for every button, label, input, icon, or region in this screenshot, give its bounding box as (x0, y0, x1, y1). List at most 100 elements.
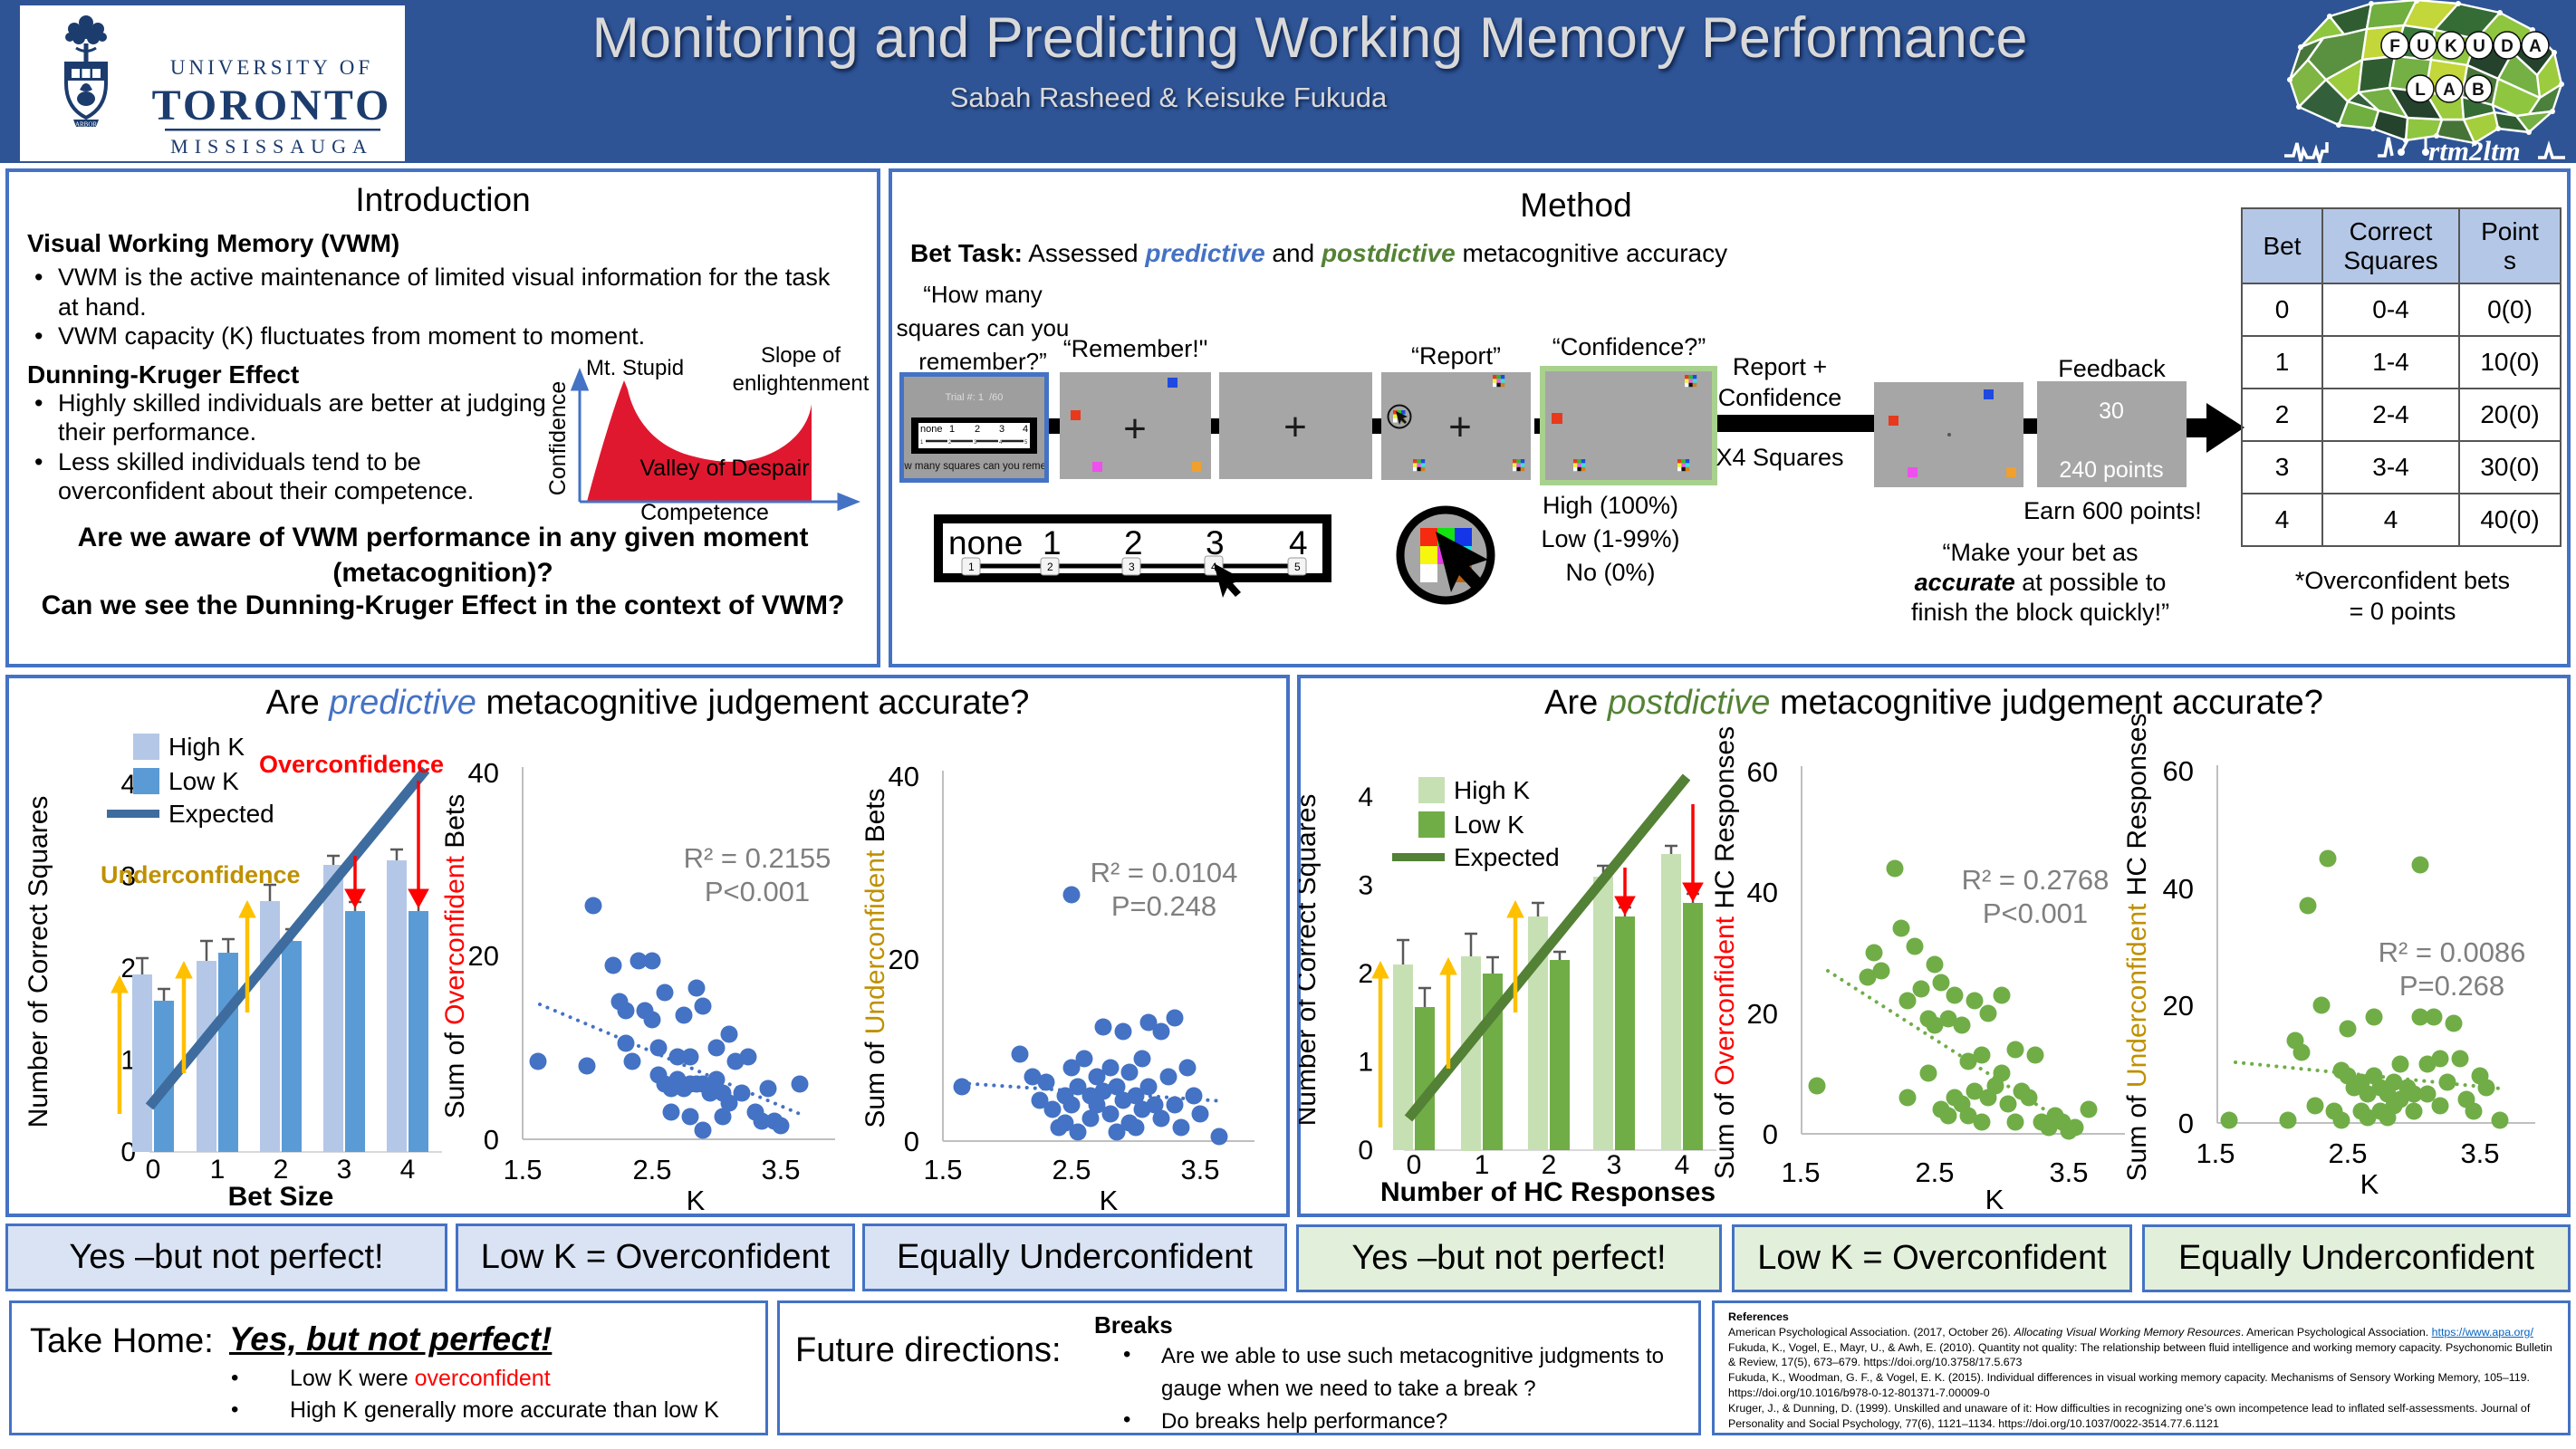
svg-text:+: + (1123, 407, 1147, 451)
svg-text:none: none (948, 524, 1023, 561)
svg-text:Valley of Despair: Valley of Despair (639, 456, 809, 481)
svg-text:3: 3 (337, 1155, 352, 1185)
svg-text:0: 0 (2178, 1108, 2194, 1139)
svg-text:Expected: Expected (1454, 843, 1560, 871)
svg-text:3: 3 (1129, 561, 1135, 573)
svg-text:A: A (2529, 37, 2542, 56)
svg-text:20: 20 (2163, 990, 2194, 1022)
svg-text:40: 40 (889, 761, 919, 792)
svg-text:0: 0 (146, 1155, 161, 1185)
svg-text:High K: High K (1454, 776, 1530, 804)
svg-text:R² = 0.0086: R² = 0.0086 (2379, 936, 2526, 968)
svg-text:1.5: 1.5 (2196, 1137, 2235, 1169)
svg-text:30: 30 (2099, 398, 2124, 424)
svg-text:1: 1 (120, 1046, 136, 1076)
svg-text:Low K: Low K (1454, 811, 1524, 839)
svg-text:2: 2 (120, 954, 136, 984)
svg-text:P=0.248: P=0.248 (1111, 890, 1216, 922)
svg-text:1.5: 1.5 (503, 1154, 542, 1185)
svg-text:4: 4 (1211, 561, 1217, 573)
svg-text:K: K (1985, 1184, 2004, 1214)
svg-text:R² = 0.2155: R² = 0.2155 (684, 842, 831, 874)
svg-text:1: 1 (1358, 1048, 1373, 1078)
svg-text:5: 5 (1024, 440, 1028, 446)
svg-text:2: 2 (1358, 959, 1373, 989)
svg-text:20: 20 (468, 940, 499, 972)
svg-text:1: 1 (968, 561, 975, 573)
svg-text:A: A (2443, 81, 2456, 100)
svg-text:TORONTO: TORONTO (152, 82, 392, 130)
svg-text:MISSISSAUGA: MISSISSAUGA (170, 135, 373, 158)
svg-text:Sum of Overconfident Bets: Sum of Overconfident Bets (440, 794, 470, 1119)
svg-text:2.5: 2.5 (1052, 1154, 1091, 1185)
svg-text:Sum of Overconfident HC Respon: Sum of Overconfident HC Responses (1710, 726, 1740, 1179)
svg-text:5: 5 (1294, 561, 1301, 573)
svg-text:0: 0 (484, 1124, 499, 1156)
svg-text:3: 3 (974, 440, 977, 446)
svg-text:enlightenment: enlightenment (733, 371, 870, 396)
svg-text:Competence: Competence (640, 500, 769, 525)
svg-text:B: B (2472, 81, 2485, 100)
svg-text:K: K (1100, 1185, 1119, 1214)
svg-text:U: U (2473, 37, 2485, 56)
svg-text:2: 2 (1124, 524, 1143, 561)
svg-text:60: 60 (1747, 756, 1778, 788)
svg-text:Mt. Stupid: Mt. Stupid (586, 356, 684, 380)
svg-text:0: 0 (904, 1126, 919, 1157)
svg-text:Underconfidence: Underconfidence (101, 861, 301, 888)
svg-text:R² = 0.2768: R² = 0.2768 (1962, 864, 2110, 896)
svg-text:High K: High K (168, 733, 245, 761)
svg-text:3: 3 (1206, 524, 1225, 561)
svg-text:3.5: 3.5 (2049, 1156, 2088, 1188)
svg-text:1: 1 (920, 440, 924, 446)
svg-text:+: + (1283, 405, 1307, 449)
svg-text:1.5: 1.5 (923, 1154, 962, 1185)
svg-text:0: 0 (1407, 1150, 1422, 1180)
svg-text:K: K (687, 1185, 706, 1214)
svg-text:Number of Correct Squares: Number of Correct Squares (24, 796, 53, 1128)
svg-text:0: 0 (1358, 1136, 1373, 1166)
svg-text:2.5: 2.5 (632, 1154, 671, 1185)
svg-text:2: 2 (274, 1155, 289, 1185)
svg-text:1.5: 1.5 (1781, 1156, 1820, 1188)
svg-text:40: 40 (1747, 877, 1778, 908)
svg-text:2.5: 2.5 (1915, 1156, 1954, 1188)
svg-text:0: 0 (120, 1137, 136, 1167)
svg-text:P<0.001: P<0.001 (1983, 897, 2088, 929)
svg-text:U: U (2417, 37, 2429, 56)
svg-text:0: 0 (1763, 1118, 1778, 1150)
svg-text:Sum of Underconfident Bets: Sum of Underconfident Bets (860, 788, 890, 1128)
svg-text:1: 1 (1043, 524, 1062, 561)
svg-text:Expected: Expected (168, 800, 274, 828)
svg-text:20: 20 (1747, 998, 1778, 1030)
svg-text:P<0.001: P<0.001 (705, 876, 810, 907)
svg-text:P=0.268: P=0.268 (2399, 970, 2504, 1002)
svg-text:rtm2ltm: rtm2ltm (2428, 135, 2521, 167)
svg-text:L: L (2415, 81, 2426, 100)
svg-text:20: 20 (889, 944, 919, 975)
svg-text:Overconfidence: Overconfidence (259, 751, 444, 778)
svg-text:Slope of: Slope of (761, 344, 841, 368)
svg-text:3.5: 3.5 (2460, 1137, 2499, 1169)
svg-text:R² = 0.0104: R² = 0.0104 (1091, 857, 1238, 888)
svg-text:Number of Correct Squares: Number of Correct Squares (1299, 794, 1322, 1127)
svg-text:4: 4 (1289, 524, 1308, 561)
svg-text:60: 60 (2163, 755, 2194, 787)
svg-text:Confidence: Confidence (545, 381, 571, 495)
svg-text:2: 2 (1542, 1150, 1557, 1180)
svg-text:D: D (2501, 37, 2514, 56)
svg-text:UNIVERSITY OF: UNIVERSITY OF (170, 56, 373, 79)
svg-text:3: 3 (120, 862, 136, 892)
svg-text:Low K: Low K (168, 767, 239, 795)
svg-text:K: K (2360, 1168, 2379, 1200)
svg-text:+: + (1448, 405, 1472, 449)
svg-text:Sum of Underconfident HC Respo: Sum of Underconfident HC Responses (2122, 714, 2152, 1182)
svg-text:K: K (2445, 37, 2457, 56)
svg-text:4: 4 (1358, 782, 1373, 812)
svg-text:2: 2 (948, 440, 952, 446)
svg-text:Bet Size: Bet Size (228, 1182, 334, 1212)
svg-text:40: 40 (2163, 873, 2194, 905)
svg-text:2.5: 2.5 (2328, 1137, 2367, 1169)
svg-text:F: F (2389, 37, 2400, 56)
svg-text:2: 2 (1047, 561, 1053, 573)
